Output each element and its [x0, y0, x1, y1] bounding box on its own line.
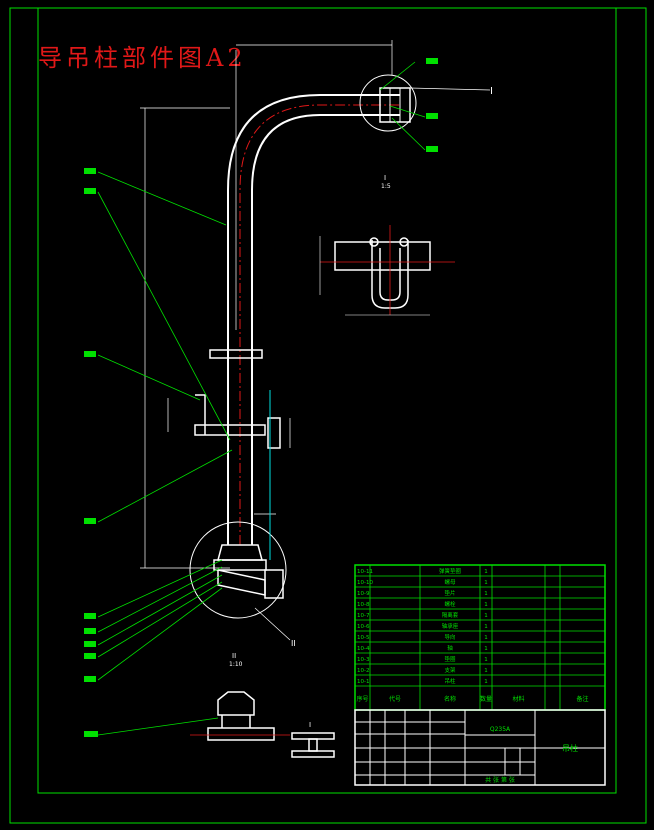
parts-cell-name: 吊柱 [444, 677, 456, 685]
title-block [354, 709, 606, 786]
small-section [291, 732, 335, 758]
parts-cell-name: 导向 [444, 633, 455, 641]
parts-cell-name: 垫圈 [444, 655, 456, 663]
parts-header-material: 材料 [512, 695, 524, 703]
parts-cell-name: 轴承座 [442, 622, 459, 630]
outer-border [9, 7, 647, 824]
title-block-sheet-info: 共 张 第 张 [485, 776, 515, 784]
parts-cell-no: 10-2 [357, 668, 369, 674]
title-block-drawing-name: 吊柱 [562, 743, 578, 753]
parts-cell-no: 10-6 [357, 624, 370, 630]
title-block-material: Q235A [490, 726, 511, 733]
parts-cell-no: 10-7 [357, 613, 370, 619]
section-marker-1: I [490, 86, 493, 97]
parts-cell-no: 10-10 [357, 580, 373, 586]
parts-cell-qty: 1 [484, 679, 488, 685]
parts-header-note: 备注 [576, 695, 588, 703]
section-view-base [190, 691, 290, 741]
parts-cell-name: 螺栓 [444, 600, 456, 608]
section-marker-2: II [291, 639, 296, 648]
parts-cell-no: 10-4 [357, 646, 370, 652]
parts-header-no: 序号 [356, 695, 368, 703]
detail-view-label: I [384, 174, 386, 182]
parts-header-qty: 数量 [480, 695, 492, 703]
detail-circle-top [359, 74, 417, 132]
detail-circle-bottom [189, 521, 287, 619]
small-section-label: I [309, 721, 311, 729]
parts-cell-name: 轴 [447, 644, 453, 652]
parts-header-code: 代号 [389, 695, 401, 703]
parts-header-name: 名称 [444, 695, 456, 703]
parts-cell-qty: 1 [484, 624, 488, 630]
parts-cell-qty: 1 [484, 646, 488, 652]
parts-cell-qty: 1 [484, 613, 488, 619]
parts-cell-name: 弹簧垫圈 [439, 567, 462, 575]
column-main-view [194, 87, 411, 599]
section-view-label: II [232, 652, 236, 660]
parts-cell-qty: 1 [484, 668, 488, 674]
parts-cell-no: 10-8 [357, 602, 370, 608]
parts-cell-no: 10-11 [357, 569, 373, 575]
parts-cell-name: 垫片 [444, 589, 455, 597]
leader-lines [97, 61, 426, 736]
parts-cell-qty: 1 [484, 602, 488, 608]
parts-cell-no: 10-1 [357, 679, 369, 685]
parts-cell-qty: 1 [484, 580, 488, 586]
parts-cell-no: 10-5 [357, 635, 370, 641]
parts-cell-qty: 1 [484, 657, 488, 663]
parts-cell-name: 支架 [444, 666, 456, 674]
detail-view-scale: 1:5 [381, 183, 391, 190]
dimension-lines [140, 40, 393, 569]
parts-cell-qty: 1 [484, 635, 488, 641]
parts-cell-no: 10-9 [357, 591, 370, 597]
section-view-scale: 1:10 [229, 661, 243, 668]
drawing-title: 导吊柱部件图A2 [38, 44, 247, 72]
inner-border [37, 7, 617, 794]
leader-tags [84, 58, 438, 737]
detail-view-bracket [319, 225, 455, 316]
parts-cell-name: 螺母 [444, 578, 456, 586]
parts-cell-name: 隔离套 [442, 611, 459, 619]
parts-cell-qty: 1 [484, 591, 488, 597]
parts-cell-no: 10-3 [357, 657, 370, 663]
parts-cell-qty: 1 [484, 569, 488, 575]
